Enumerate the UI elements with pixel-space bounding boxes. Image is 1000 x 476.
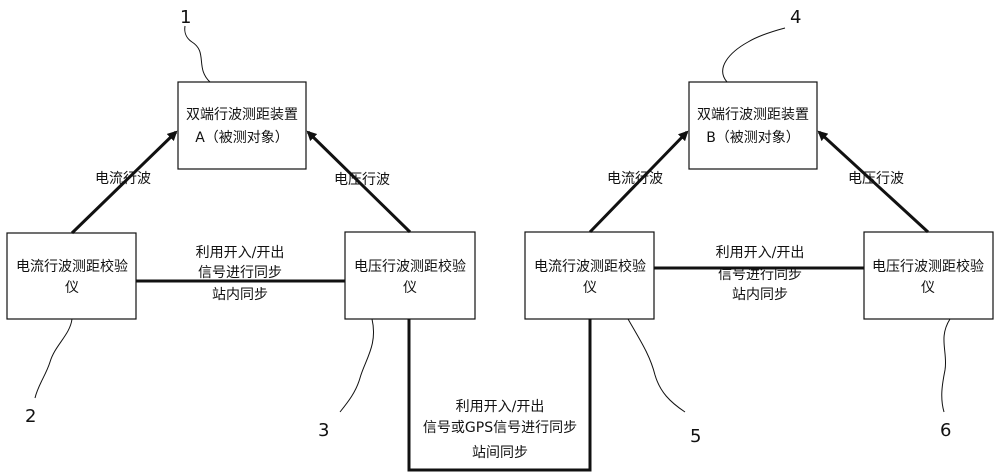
device-a-title: 双端行波测距装置	[186, 107, 298, 123]
current-tester-right-line2: 仪	[583, 280, 597, 296]
device-b-box	[688, 81, 818, 170]
voltage-tester-left-line1: 电压行波测距校验	[354, 258, 466, 275]
sync-label-left-line2: 信号进行同步	[198, 265, 282, 281]
voltage-tester-right-line1: 电压行波测距校验	[872, 258, 984, 275]
device-a-subtitle: A（被测对象）	[195, 130, 289, 146]
inter-station-label-line2: 信号或GPS信号进行同步	[423, 420, 577, 436]
current-tester-left-box	[6, 232, 137, 320]
current-wave-arrow-left	[70, 130, 178, 235]
device-b-title: 双端行波测距装置	[697, 107, 809, 123]
callout-leader-5	[627, 318, 686, 413]
voltage-tester-left-line2: 仪	[403, 280, 417, 296]
inter-station-label-line3: 站间同步	[472, 445, 528, 461]
current-tester-left-line2: 仪	[65, 280, 79, 296]
device-b-subtitle: B（被测对象）	[706, 130, 800, 146]
current-wave-label-left: 电流行波	[95, 171, 151, 187]
current-wave-label-right: 电流行波	[607, 171, 663, 187]
voltage-wave-label-right: 电压行波	[848, 171, 904, 187]
callout-leader-4	[722, 27, 786, 83]
voltage-tester-right-line2: 仪	[921, 280, 935, 296]
callout-leader-2	[34, 318, 73, 399]
voltage-wave-label-left: 电压行波	[334, 172, 390, 188]
current-wave-arrow-right	[588, 130, 689, 234]
callout-1: 1	[180, 7, 191, 28]
callout-leader-3	[339, 318, 374, 413]
sync-label-right-line1: 利用开入/开出	[716, 245, 805, 261]
callout-leader-1	[184, 25, 211, 83]
callout-2: 2	[25, 406, 36, 427]
callout-5: 5	[690, 426, 701, 447]
callout-leader-6	[941, 318, 951, 413]
callout-3: 3	[318, 420, 329, 441]
voltage-tester-right-box	[863, 231, 994, 320]
sync-label-right-line2: 信号进行同步	[718, 267, 802, 283]
inter-station-sync-line	[407, 318, 592, 472]
voltage-wave-arrow-right	[817, 130, 930, 234]
sync-label-left-line3: 站内同步	[212, 287, 268, 303]
callout-6: 6	[940, 420, 951, 441]
current-tester-right-line1: 电流行波测距校验	[534, 258, 646, 275]
sync-label-right-line3: 站内同步	[732, 287, 788, 303]
voltage-wave-arrow-left	[306, 130, 412, 234]
sync-label-left-line1: 利用开入/开出	[196, 245, 285, 261]
current-tester-left-line1: 电流行波测距校验	[16, 258, 128, 275]
callout-4: 4	[790, 7, 801, 28]
voltage-tester-left-box	[344, 231, 476, 320]
inter-station-label-line1: 利用开入/开出	[456, 399, 545, 415]
device-a-box	[177, 81, 307, 170]
current-tester-right-box	[524, 231, 655, 320]
